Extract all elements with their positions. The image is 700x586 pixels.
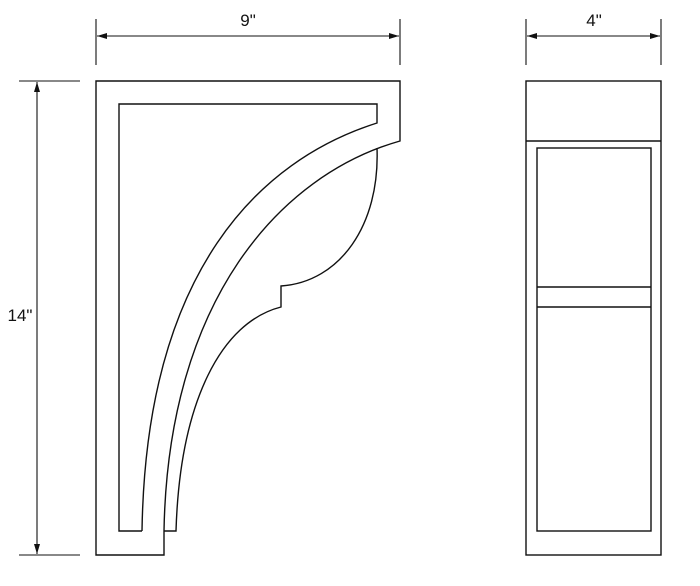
height-dimension: 14" [2, 80, 80, 556]
front-inner-panel [536, 147, 652, 532]
depth-label: 4" [586, 11, 602, 30]
width-dimension: 9" [95, 11, 401, 65]
width-label: 9" [240, 11, 256, 30]
height-label: 14" [8, 306, 33, 325]
side-inner-panel [118, 103, 378, 532]
front-outer-frame [525, 80, 662, 556]
side-view [95, 80, 401, 556]
side-scroll-profile [164, 147, 378, 532]
depth-dimension: 4" [525, 11, 662, 65]
side-outer-profile [95, 80, 401, 556]
front-view [525, 80, 662, 556]
